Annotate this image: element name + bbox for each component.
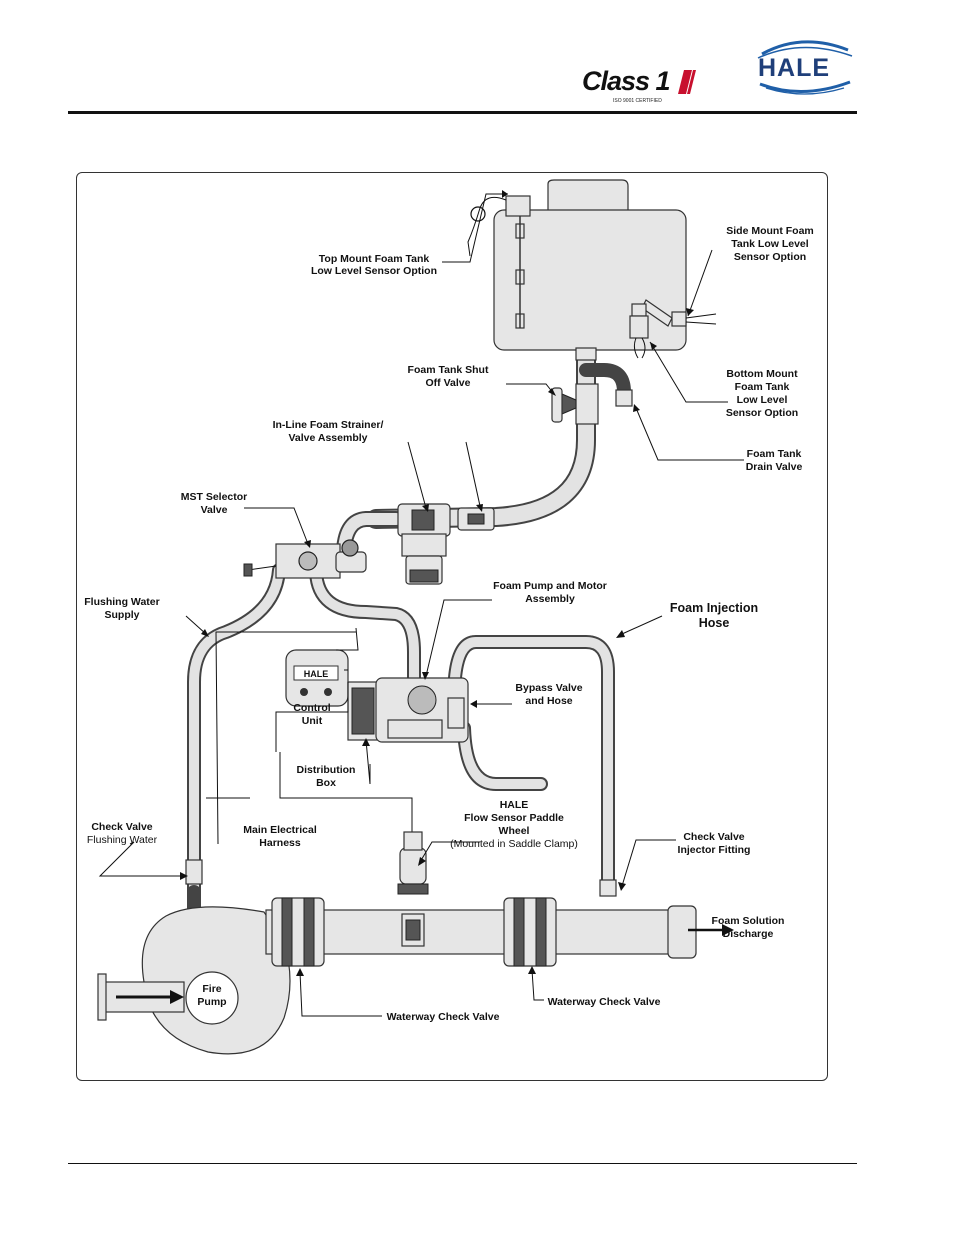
label-check-injector: Check Valve [683, 831, 744, 843]
leader-lines [98, 190, 744, 1017]
svg-text:Sensor Option: Sensor Option [726, 407, 798, 419]
waterway-check-valve-left [271, 897, 325, 967]
svg-text:Wheel: Wheel [499, 825, 530, 837]
svg-text:Sensor Option: Sensor Option [734, 251, 806, 263]
svg-text:Off Valve: Off Valve [426, 377, 471, 389]
check-valve-flushing [185, 859, 203, 885]
label-flushing-supply: Flushing Water [84, 596, 159, 608]
label-shutoff-valve: Foam Tank Shut [408, 364, 489, 376]
svg-text:Valve Assembly: Valve Assembly [289, 432, 368, 444]
svg-text:and Hose: and Hose [525, 695, 572, 707]
svg-text:Assembly: Assembly [525, 593, 575, 605]
fire-pump [97, 906, 291, 1055]
svg-text:(Mounted in Saddle Clamp): (Mounted in Saddle Clamp) [450, 838, 578, 850]
label-waterway-left: Waterway Check Valve [387, 1011, 500, 1023]
label-top-mount: Top Mount Foam Tank [319, 253, 430, 265]
class1-logo: Class 1 ISO 9001 CERTIFIED [580, 62, 705, 109]
label-waterway-right: Waterway Check Valve [548, 996, 661, 1008]
control-display: HALE [304, 669, 329, 679]
labels: Top Mount Foam Tank Low Level Sensor Opt… [84, 225, 813, 1023]
class1-tagline: ISO 9001 CERTIFIED [613, 98, 662, 104]
main-electrical-harness [279, 752, 413, 832]
class1-logo-text: Class 1 [582, 66, 670, 96]
svg-text:Unit: Unit [302, 715, 323, 727]
control-unit: HALE [285, 649, 349, 707]
svg-text:Injector Fitting: Injector Fitting [678, 844, 751, 856]
label-flow-sensor: HALE [500, 799, 529, 811]
svg-text:Foam Tank: Foam Tank [735, 381, 790, 393]
svg-text:Flow Sensor Paddle: Flow Sensor Paddle [464, 812, 564, 824]
svg-text:Supply: Supply [104, 609, 139, 621]
top-mount-sensor [467, 195, 531, 329]
waterway-check-valve-right [503, 897, 557, 967]
svg-text:Box: Box [316, 777, 336, 789]
foam-pump-motor [275, 677, 469, 752]
label-drain-valve: Foam Tank [747, 448, 802, 460]
svg-text:Hose: Hose [699, 616, 730, 630]
footer-rule [68, 1163, 857, 1164]
svg-text:Drain Valve: Drain Valve [746, 461, 803, 473]
hale-logo-text: HALE [758, 54, 830, 82]
label-mst-valve: MST Selector [181, 491, 248, 503]
label-bottom-mount: Bottom Mount [726, 368, 798, 380]
label-pump-motor: Foam Pump and Motor [493, 580, 607, 592]
label-strainer: In-Line Foam Strainer/ [273, 419, 384, 431]
label-discharge: Foam Solution [712, 915, 785, 927]
flow-sensor [397, 831, 429, 947]
svg-text:Low Level Sensor Option: Low Level Sensor Option [311, 265, 437, 277]
discharge-pipe [265, 905, 697, 959]
label-bypass: Bypass Valve [515, 682, 582, 694]
header-rule [68, 111, 857, 114]
shutoff-valve [551, 363, 633, 425]
check-valve-injector [599, 879, 617, 897]
label-check-flushing: Check Valve [91, 821, 152, 833]
label-injection-hose: Foam Injection [670, 601, 758, 615]
svg-text:Valve: Valve [201, 504, 228, 516]
bottom-mount-sensor [629, 303, 649, 359]
foam-system-diagram: HALE [84, 179, 814, 1055]
mst-selector-valve [243, 539, 367, 579]
svg-text:Harness: Harness [259, 837, 301, 849]
hale-logo: HALE [752, 36, 856, 105]
label-distribution-box: Distribution [297, 764, 356, 776]
distribution-box [347, 681, 381, 741]
svg-text:Flushing Water: Flushing Water [87, 834, 158, 846]
svg-text:Pump: Pump [197, 996, 226, 1008]
label-fire-pump: Fire [202, 983, 221, 995]
label-harness: Main Electrical [243, 824, 317, 836]
inline-strainer [397, 503, 495, 585]
label-side-mount: Side Mount Foam [726, 225, 814, 237]
label-control-unit: Control [293, 702, 330, 714]
svg-text:Low Level: Low Level [737, 394, 788, 406]
svg-text:Tank Low Level: Tank Low Level [731, 238, 808, 250]
svg-text:Discharge: Discharge [723, 928, 774, 940]
